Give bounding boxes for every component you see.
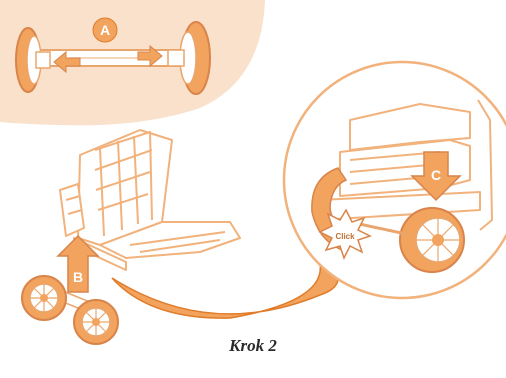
wheel-c-right bbox=[400, 208, 464, 272]
zoom-detail-c: C Click bbox=[284, 62, 506, 298]
badge-b-label: B bbox=[73, 269, 83, 285]
badge-a-label: A bbox=[100, 22, 110, 38]
badge-c-label: C bbox=[431, 167, 441, 183]
zoom-connector bbox=[112, 256, 338, 318]
wheel-b-left bbox=[22, 276, 66, 320]
click-label: Click bbox=[335, 232, 355, 241]
step-caption: Krok 2 bbox=[0, 336, 506, 356]
